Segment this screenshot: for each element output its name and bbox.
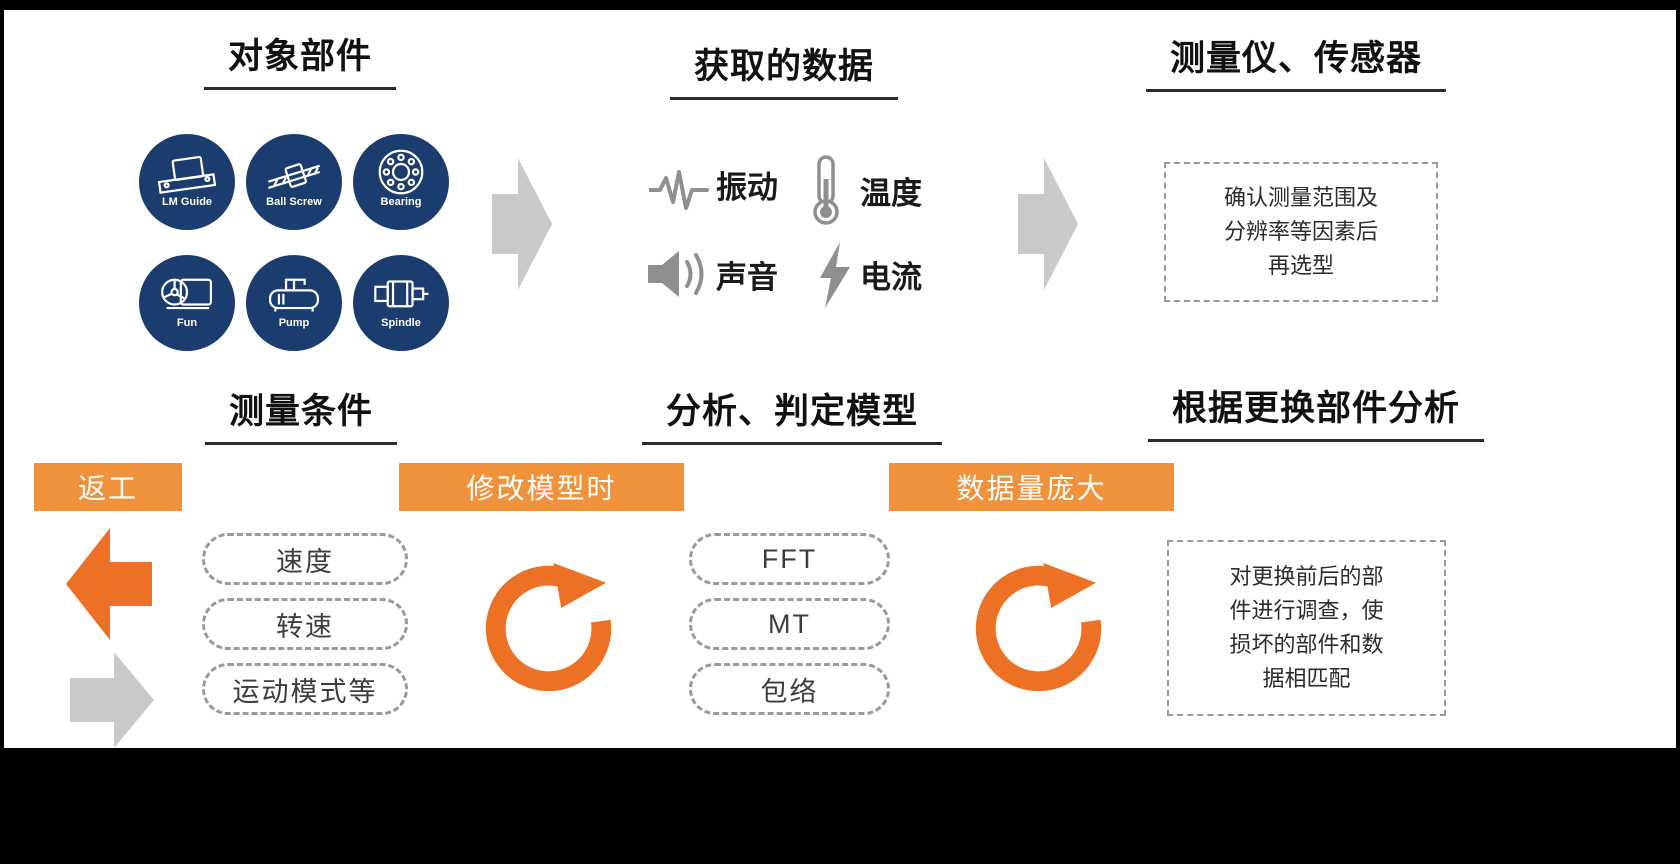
data-item-temperature: 温度	[860, 176, 922, 211]
acquired-data-title: 获取的数据	[669, 38, 899, 100]
arrow-right-2-icon	[1018, 158, 1078, 290]
thermometer-icon	[813, 155, 839, 225]
condition-pill-motion: 运动模式等	[202, 663, 408, 715]
part-spindle: Spindle	[353, 255, 449, 351]
ball-screw-icon	[267, 163, 321, 190]
model-pill-envelope: 包络	[689, 663, 890, 715]
refresh-cycle-2-icon	[975, 563, 1102, 692]
analysis-model-title: 分析、判定模型	[641, 383, 943, 445]
lm-guide-icon	[157, 155, 217, 194]
target-parts-grid: LM Guide Ball Screw	[139, 134, 459, 351]
condition-pill-rotation: 转速	[202, 598, 408, 650]
part-label: Ball Screw	[266, 196, 322, 208]
data-item-current: 电流	[860, 260, 922, 295]
part-label: Spindle	[381, 317, 421, 329]
rework-label: 返工	[34, 463, 182, 511]
part-lm-guide: LM Guide	[139, 134, 235, 230]
part-ball-screw: Ball Screw	[246, 134, 342, 230]
model-pill-fft: FFT	[689, 533, 890, 585]
data-volume-label: 数据量庞大	[889, 463, 1174, 511]
refresh-cycle-1-icon	[485, 563, 612, 692]
pump-icon	[268, 278, 320, 312]
data-item-vibration: 振动	[716, 170, 778, 205]
arrow-right-return-icon	[70, 652, 154, 748]
arrow-right-1-icon	[492, 158, 552, 290]
part-fan: Fun	[139, 255, 235, 351]
lightning-icon	[820, 242, 850, 308]
spindle-icon	[374, 280, 429, 308]
replacement-note-box: 对更换前后的部 件进行调查，使 损坏的部件和数 据相匹配	[1167, 540, 1446, 716]
part-bearing: Bearing	[353, 134, 449, 230]
fan-icon	[161, 278, 213, 310]
arrow-left-rework-icon	[66, 528, 152, 640]
sensors-title: 测量仪、传感器	[1145, 30, 1447, 92]
measurement-conditions-title: 测量条件	[204, 383, 398, 445]
diagram-panel: 对象部件 LM Guide	[4, 10, 1676, 748]
part-pump: Pump	[246, 255, 342, 351]
part-label: Fun	[176, 317, 198, 329]
modify-model-label: 修改模型时	[399, 463, 684, 511]
model-pill-mt: MT	[689, 598, 890, 650]
replacement-analysis-title: 根据更换部件分析	[1147, 380, 1485, 442]
part-label: LM Guide	[161, 196, 213, 208]
part-label: Pump	[278, 317, 310, 329]
vibration-waveform-icon	[649, 170, 709, 210]
bearing-icon	[378, 149, 424, 195]
data-item-sound: 声音	[716, 260, 778, 295]
sensors-note-box: 确认测量范围及 分辨率等因素后 再选型	[1164, 162, 1438, 302]
condition-pill-speed: 速度	[202, 533, 408, 585]
target-parts-title: 对象部件	[203, 28, 397, 90]
speaker-icon	[648, 251, 704, 297]
part-label: Bearing	[380, 196, 422, 208]
